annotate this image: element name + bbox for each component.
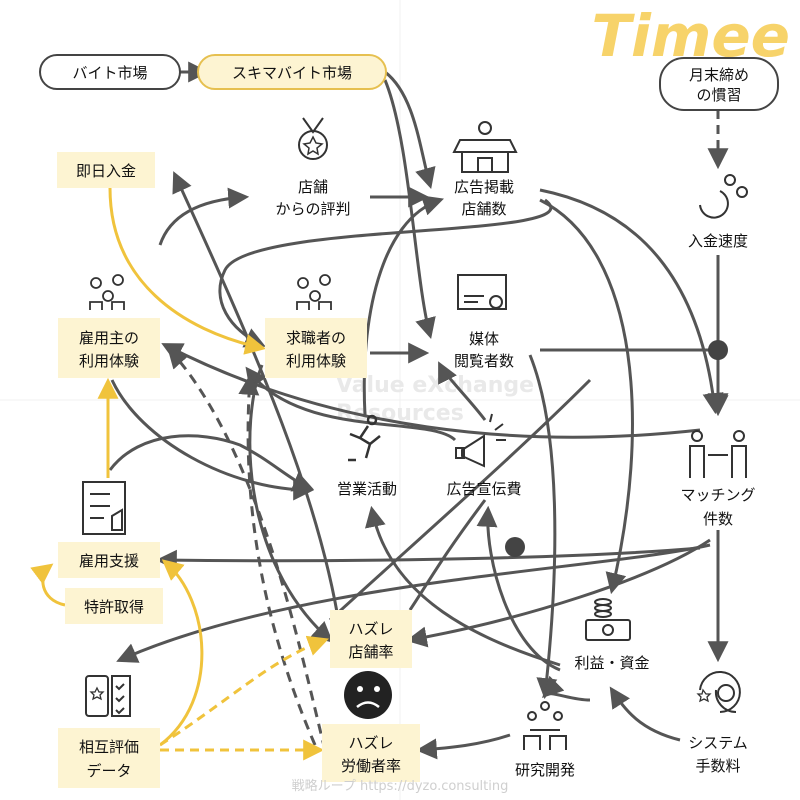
matching-people-icon: [689, 430, 747, 478]
arrow-kenkyu-from-eigyo: [408, 499, 487, 611]
node-matching-2: 件数: [703, 510, 733, 528]
node-koyo-shien-box[interactable]: [58, 542, 160, 578]
arrows-solid: [108, 61, 729, 760]
arrow-matching-to-sogo: [116, 543, 711, 663]
node-hazure-tenpo-1: ハズレ: [348, 620, 393, 638]
sad-face-icon: [344, 671, 392, 719]
arrow-koyo-to-eigyo: [108, 434, 314, 492]
arrows-yellow: [30, 187, 329, 761]
arrow-eigyo-to-kokoku: [362, 195, 444, 416]
node-sogo-box[interactable]: [58, 728, 160, 788]
checklist-thumb-icon: [82, 481, 126, 535]
node-tenpo-hyoban-1: 店舗: [298, 178, 328, 196]
node-system-2: 手数料: [695, 757, 740, 775]
node-hazure-rodo-2: 労働者率: [341, 757, 401, 775]
node-koyonushi-1: 雇用主の: [79, 329, 139, 347]
node-sokujitsu: 即日入金: [76, 162, 136, 180]
node-baitai-1: 媒体: [469, 330, 499, 348]
footer-credit: 戦略ループ https://dyzo.consulting: [292, 778, 509, 794]
node-sukima-shijo: スキマバイト市場: [232, 64, 352, 82]
node-system-1: システム: [688, 734, 748, 752]
arrow-sokujitsu-to-kyushoku: [108, 187, 267, 355]
employer-rating-icon: [89, 274, 125, 310]
node-sokujitsu-box[interactable]: [57, 152, 155, 188]
arrow-system-to-rieki: [609, 686, 681, 742]
arrow-matching-to-koyonushi: [161, 343, 701, 439]
runner-icon: [348, 414, 381, 462]
cycle-dollar-icon: [696, 671, 741, 714]
node-baito-shijo: バイト市場: [72, 64, 147, 82]
arrow-sogo-to-koyo: [159, 559, 204, 747]
node-hazure-tenpo-2: 店舗率: [348, 643, 393, 661]
node-sogo-1: 相互評価: [79, 738, 139, 756]
arrow-kokoku-to-rieki: [539, 198, 634, 595]
magnet-coins-icon: [699, 174, 748, 219]
arrow-kokoku-to-kyushoku-loop: [218, 198, 553, 348]
money-stack-icon: [585, 598, 631, 641]
megaphone-icon: [455, 413, 506, 468]
research-team-icon: [523, 701, 567, 750]
arrow-sogo-to-hazure-tenpo-dash: [159, 635, 329, 747]
node-koyonushi-2: 利用体験: [79, 352, 139, 370]
arrow-rieki-to-kenkyu: [542, 675, 591, 702]
arrow-matching-to-hazure-tenpo: [405, 538, 711, 648]
node-baitai-2: 閲覧者数: [454, 352, 514, 370]
arrows-dashed: [167, 346, 327, 751]
medal-icon: [298, 117, 328, 160]
node-kokoku-senden: 広告宣伝費: [446, 480, 521, 498]
node-koyonushi-box[interactable]: [58, 318, 160, 378]
node-kyushoku-2: 利用体験: [286, 352, 346, 370]
arrow-kokoku-senden-to-baitai: [438, 361, 487, 421]
job-board-icon: [457, 274, 507, 310]
node-kokoku-keisai-1: 広告掲載: [454, 178, 514, 196]
arrow-kenkyu-to-hazure-rodo: [415, 733, 511, 760]
arrow-tokkyo-to-koyo: [30, 563, 66, 607]
node-kenkyu: 研究開発: [515, 761, 575, 779]
node-tokkyo-box[interactable]: [65, 588, 163, 624]
arrow-rieki-to-eigyo: [365, 505, 561, 667]
node-rieki: 利益・資金: [574, 654, 649, 672]
node-hazure-tenpo-box[interactable]: [330, 610, 412, 668]
node-hazure-rodo-box[interactable]: [322, 724, 420, 782]
node-kokoku-keisai-2: 店舗数: [461, 200, 506, 218]
arrow-sukima-to-kokoku: [384, 70, 436, 190]
arrow-koyonushi-to-hyoban: [158, 187, 250, 246]
watermark-line1: Value eXchange: [336, 373, 534, 398]
node-tokkyo: 特許取得: [84, 598, 144, 616]
node-koyo-shien: 雇用支援: [79, 552, 139, 570]
arrow-hazure-tenpo-to-sokujitsu: [172, 171, 342, 631]
arrow-hazure-tenpo-to-kyushoku-dash: [238, 373, 317, 746]
shop-icon: [452, 121, 518, 173]
arrow-hazure-rodo-to-koyonushi-dash: [167, 346, 327, 751]
node-getsumatsu-box[interactable]: [659, 57, 779, 111]
node-hazure-rodo-1: ハズレ: [348, 734, 393, 752]
node-kyushoku-box[interactable]: [265, 318, 367, 378]
delay-dot-matching: [505, 537, 525, 557]
node-tenpo-hyoban-2: からの評判: [275, 200, 350, 218]
arrow-kokoku-to-matching: [539, 188, 724, 415]
arrow-baitai-to-kenkyu: [528, 354, 558, 700]
arrow-rieki-to-kokoku-senden: [476, 505, 561, 672]
jobseeker-rating-icon: [296, 274, 332, 310]
arrow-matching-to-koyo: [155, 546, 701, 571]
node-kyushoku-1: 求職者の: [286, 329, 346, 347]
node-eigyo: 営業活動: [337, 480, 397, 498]
node-baito-shijo-box[interactable]: [39, 54, 181, 90]
node-nyukin-sokudo: 入金速度: [688, 232, 748, 250]
arrow-kyushoku-back-to-koyonushi: [248, 364, 334, 643]
node-sogo-2: データ: [86, 762, 131, 780]
rating-phone-icon: [85, 675, 131, 717]
arrow-sukima-to-baitai: [383, 79, 436, 340]
node-sukima-shijo-box[interactable]: [197, 54, 387, 90]
arrow-koyonushi-to-eigyo: [110, 379, 315, 501]
node-matching-1: マッチング: [680, 486, 755, 504]
node-getsumatsu-2: の慣習: [696, 86, 741, 104]
arrow-hazure-tenpo-from-matching: [328, 378, 592, 622]
node-getsumatsu-1: 月末締め: [689, 66, 749, 84]
delay-dot-baitai: [708, 340, 728, 360]
